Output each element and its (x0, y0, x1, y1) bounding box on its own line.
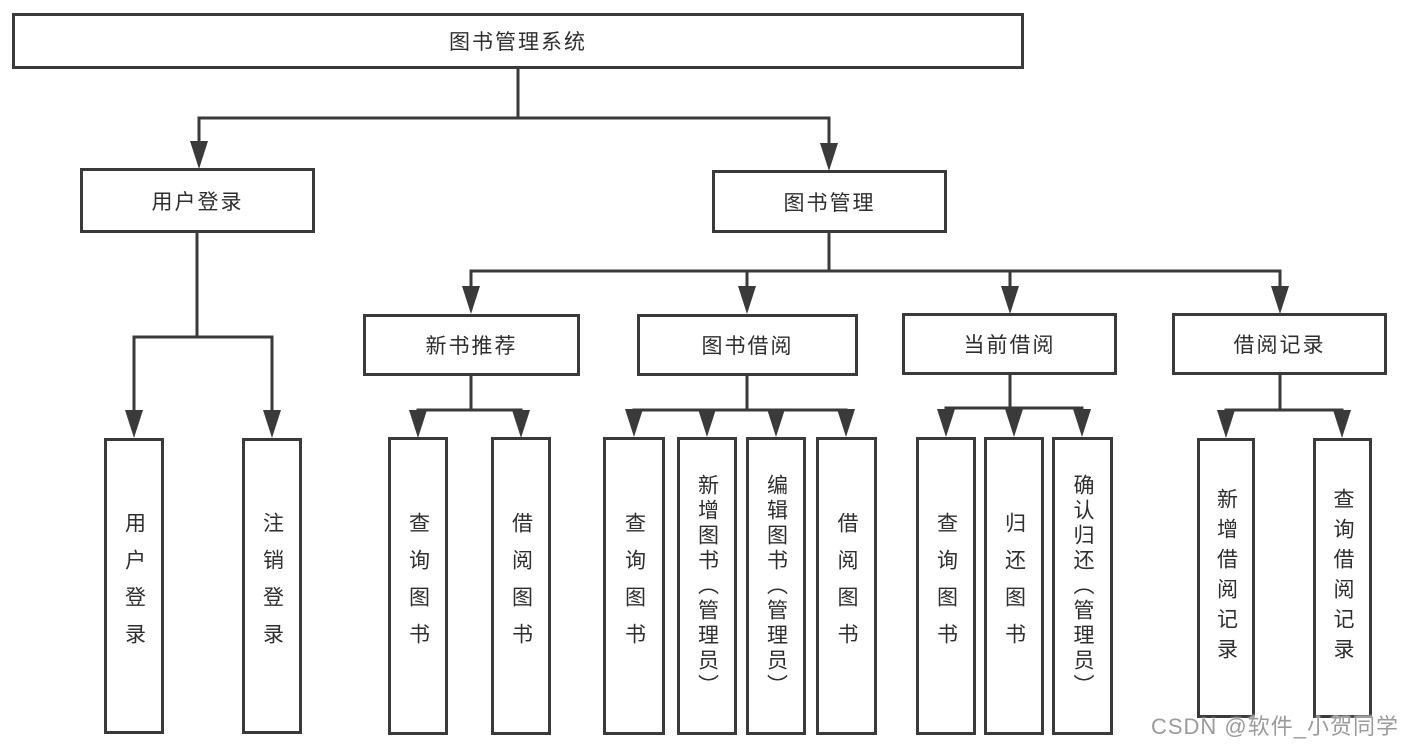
node-book-management: 图书管理 (712, 170, 947, 233)
node-borrow-records: 借阅记录 (1172, 313, 1387, 375)
leaf-user-login: 用户登录 (104, 438, 164, 734)
arrowhead (1217, 410, 1235, 438)
leaf-add-books-admin: 新增图书（管理员） (677, 437, 737, 735)
leaf-query-books-recommend: 查询图书 (388, 437, 448, 735)
arrowhead (738, 286, 756, 314)
leaf-query-books-current: 查询图书 (916, 437, 976, 735)
arrowhead (1005, 409, 1023, 437)
arrowhead (820, 143, 838, 171)
arrowhead (1001, 286, 1019, 314)
arrowhead (263, 410, 281, 438)
leaf-logout: 注销登录 (242, 438, 302, 734)
leaf-query-books-borrowing: 查询图书 (603, 437, 665, 735)
arrowhead (1333, 410, 1351, 438)
leaf-confirm-return-admin: 确认归还（管理员） (1052, 437, 1113, 735)
leaf-return-books: 归还图书 (984, 437, 1044, 735)
arrowhead (698, 409, 716, 437)
leaf-borrow-books: 借阅图书 (816, 437, 877, 735)
csdn-watermark: CSDN @软件_小贺同学 (1150, 714, 1399, 739)
arrowhead (937, 409, 955, 437)
arrowhead (1271, 286, 1289, 314)
arrowhead (125, 410, 143, 438)
arrowhead (462, 286, 480, 314)
arrowhead (767, 409, 785, 437)
node-current-borrowing: 当前借阅 (902, 313, 1117, 375)
arrowhead (409, 410, 427, 438)
node-new-book-recommend: 新书推荐 (363, 314, 580, 376)
arrowhead (190, 141, 208, 169)
arrowhead (1073, 409, 1091, 437)
arrowhead (837, 409, 855, 437)
node-book-borrowing: 图书借阅 (637, 314, 858, 376)
arrowhead (512, 410, 530, 438)
arrowhead (625, 409, 643, 437)
leaf-query-borrow-record: 查询借阅记录 (1313, 438, 1372, 718)
node-root: 图书管理系统 (12, 13, 1024, 69)
node-user-login: 用户登录 (80, 168, 315, 233)
leaf-edit-books-admin: 编辑图书（管理员） (746, 437, 806, 735)
leaf-add-borrow-record: 新增借阅记录 (1197, 438, 1255, 718)
leaf-borrow-books-recommend: 借阅图书 (491, 437, 551, 735)
